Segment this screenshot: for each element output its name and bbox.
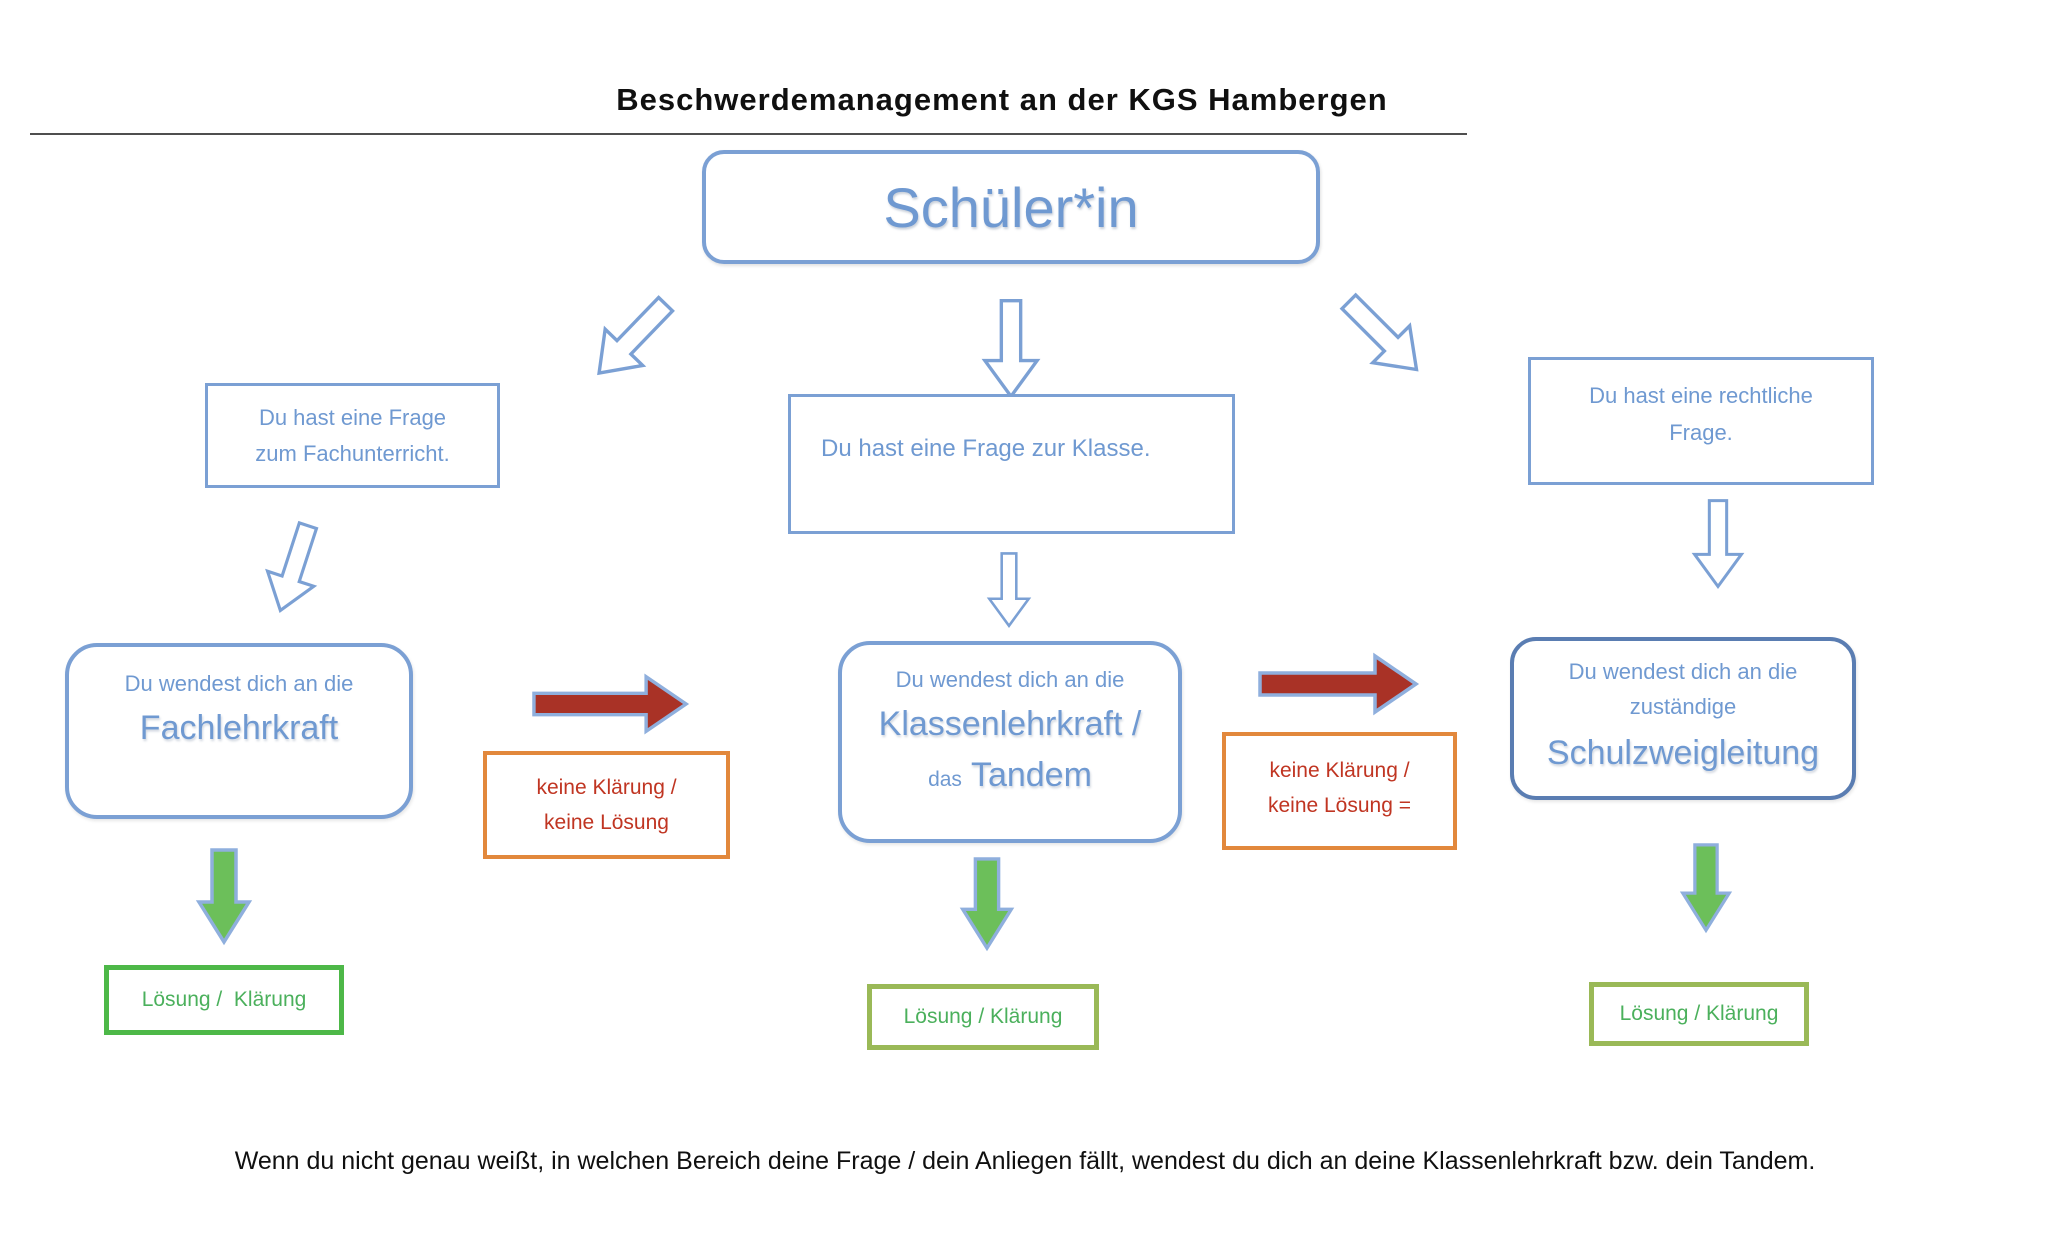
question-box-fachunterricht: Du hast eine Frage zum Fachunterricht. <box>205 383 500 488</box>
action-sub-small: das <box>928 767 962 791</box>
student-box-label: Schüler*in <box>883 175 1139 239</box>
title-divider <box>30 133 1467 135</box>
question-line: zum Fachunterricht. <box>255 440 450 466</box>
arrow-down-left-icon <box>597 295 675 376</box>
action-box-klassenlehrkraft: Du wendest dich an die Klassenlehrkraft … <box>838 641 1182 843</box>
question-box-klasse: Du hast eine Frage zur Klasse. <box>788 394 1235 534</box>
question-box-rechtlich: Du hast eine rechtliche Frage. <box>1528 357 1874 485</box>
arrow-down-icon <box>986 552 1032 628</box>
no-clarification-line: keine Lösung = <box>1267 793 1412 817</box>
no-clarification-line: keine Klärung / <box>536 776 677 799</box>
page-title: Beschwerdemanagement an der KGS Hamberge… <box>616 82 1388 117</box>
question-line: Du hast eine rechtliche <box>1589 382 1813 408</box>
no-clarification-box-2: keine Klärung / keine Lösung = <box>1222 732 1457 850</box>
arrow-down-icon <box>1691 499 1745 590</box>
action-sub: das Tandem <box>928 755 1092 796</box>
question-line: Du hast eine Frage zur Klasse. <box>821 435 1151 462</box>
action-intro: Du wendest dich an die <box>124 671 354 696</box>
action-sub-large: Tandem <box>970 755 1092 794</box>
arrow-down-right-icon <box>1339 292 1419 372</box>
action-box-schulzweigleitung: Du wendest dich an die zuständige Schulz… <box>1510 637 1856 800</box>
solution-box-right: Lösung / Klärung <box>1589 982 1809 1046</box>
solution-label: Lösung / Klärung <box>1619 1002 1779 1025</box>
solution-box-left: Lösung / Klärung <box>104 965 344 1035</box>
question-line: Frage. <box>1669 420 1733 445</box>
footer-note: Wenn du nicht genau weißt, in welchen Be… <box>234 1147 1816 1175</box>
green-arrow-down-icon <box>959 857 1015 952</box>
action-main: Fachlehrkraft <box>139 708 339 747</box>
question-line: Du hast eine Frage <box>258 405 447 431</box>
no-clarification-box-1: keine Klärung / keine Lösung <box>483 751 730 859</box>
arrow-down-icon <box>981 298 1041 400</box>
student-box: Schüler*in <box>702 150 1320 264</box>
action-main: Schulzweigleitung <box>1546 733 1820 772</box>
no-clarification-line: keine Klärung / <box>1269 759 1410 782</box>
red-arrow-right-icon <box>532 673 690 735</box>
no-clarification-line: keine Lösung <box>544 810 669 834</box>
action-intro: Du wendest dich an die <box>1568 659 1798 684</box>
arrow-down-tilted-icon <box>265 520 319 613</box>
action-main: Klassenlehrkraft / <box>878 704 1142 743</box>
action-intro: Du wendest dich an die <box>895 667 1125 692</box>
red-arrow-right-icon <box>1258 652 1420 716</box>
solution-label: Lösung / Klärung <box>141 988 307 1011</box>
green-arrow-down-icon <box>1679 843 1733 934</box>
solution-label: Lösung / Klärung <box>903 1005 1063 1028</box>
solution-box-center: Lösung / Klärung <box>867 984 1099 1050</box>
action-box-fachlehrkraft: Du wendest dich an die Fachlehrkraft <box>65 643 413 819</box>
green-arrow-down-icon <box>195 848 253 946</box>
action-middle: zuständige <box>1629 693 1737 719</box>
